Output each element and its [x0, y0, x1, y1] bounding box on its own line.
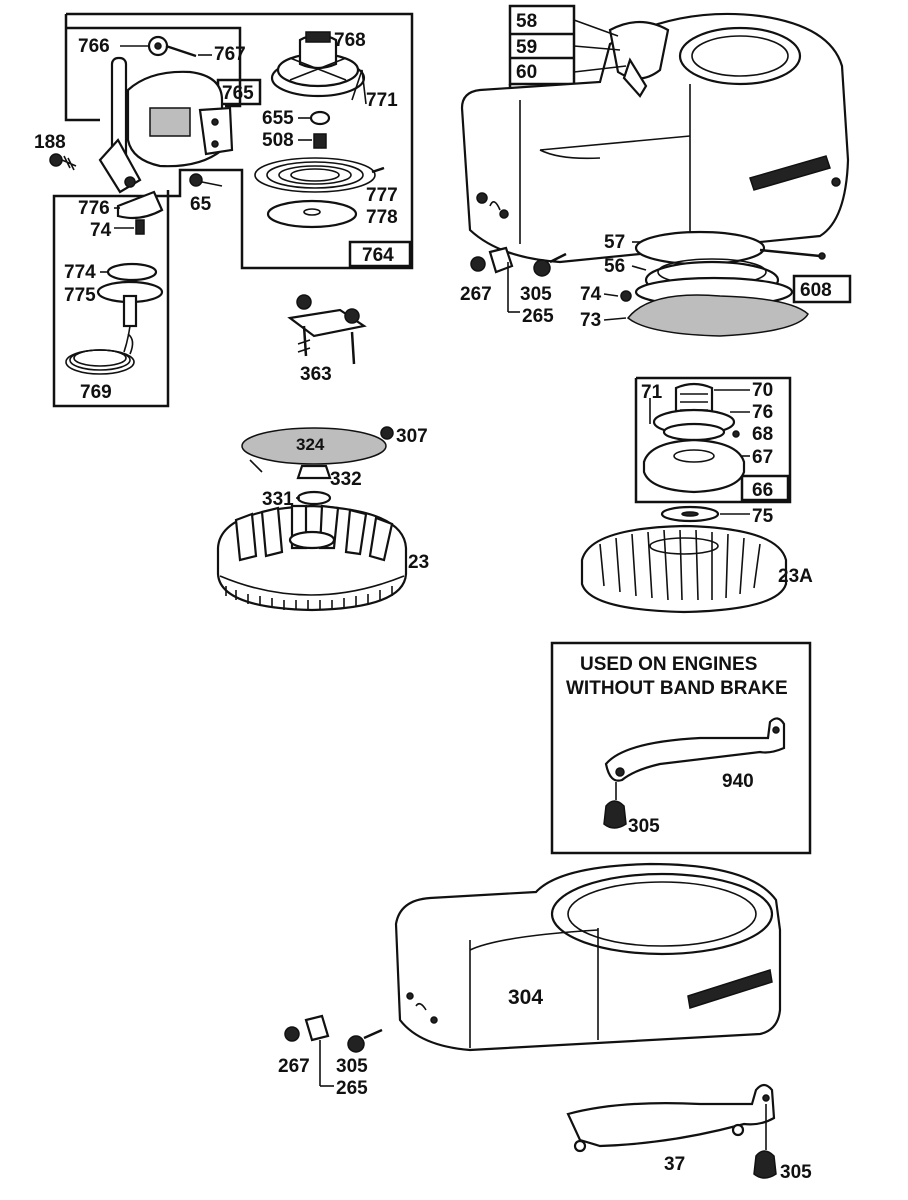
label-68: 68	[752, 424, 773, 445]
note-box-outline	[550, 641, 812, 855]
label-58: 58	[516, 11, 537, 32]
label-188: 188	[34, 132, 66, 153]
assembly-764-outline	[52, 12, 414, 408]
fasteners-267-305-265-bottom: 267 305 265	[278, 1014, 383, 1099]
flywheel-23: 324 307 332 331 23	[216, 426, 429, 612]
label-608: 608	[800, 280, 832, 301]
label-769: 769	[80, 382, 112, 403]
label-box-764	[348, 240, 412, 268]
label-363: 363	[300, 364, 332, 385]
label-766: 766	[78, 36, 110, 57]
label-768: 768	[334, 30, 366, 51]
spring-771	[351, 69, 367, 105]
flywheel-fins	[234, 504, 394, 562]
starter-assembly-group: 766 767 768 765 771 655 508 188 777 778 …	[34, 12, 414, 408]
screw-65	[189, 173, 223, 187]
label-767: 767	[214, 44, 246, 65]
bracket-363: 363	[287, 294, 367, 385]
label-23: 23	[408, 552, 429, 573]
label-508: 508	[262, 130, 294, 151]
blower-housing-304: 304	[394, 862, 782, 1052]
label-655: 655	[262, 108, 294, 129]
label-332: 332	[330, 469, 362, 490]
brake-lever-940	[604, 717, 786, 782]
label-304: 304	[508, 986, 543, 1009]
label-267-bottom: 267	[278, 1056, 310, 1077]
washer-778	[266, 199, 358, 229]
starter-rope-769	[65, 333, 135, 375]
label-65: 65	[190, 194, 212, 215]
label-57: 57	[604, 232, 625, 253]
note-line-1: USED ON ENGINES	[580, 654, 757, 675]
starter-clutch-66: 71 70 76 68 67 66	[634, 376, 792, 504]
label-75: 75	[752, 506, 774, 527]
label-56: 56	[604, 256, 625, 277]
label-box-58-60	[508, 4, 576, 86]
starter-housing-765	[98, 56, 234, 194]
label-66: 66	[752, 480, 773, 501]
label-265-bottom: 265	[336, 1078, 368, 1099]
label-774: 774	[64, 262, 96, 283]
label-73: 73	[580, 310, 601, 331]
label-940: 940	[722, 771, 754, 792]
note-line-2: WITHOUT BAND BRAKE	[566, 678, 788, 699]
gear-768	[270, 31, 366, 98]
washer-75: 75	[660, 505, 774, 527]
part-508	[313, 133, 327, 149]
fasteners-267-305-265-top	[470, 246, 567, 313]
label-776: 776	[78, 198, 110, 219]
label-23a: 23A	[778, 566, 813, 587]
label-267-top: 267	[460, 284, 492, 305]
rewind-spring-777	[254, 157, 385, 193]
label-37: 37	[664, 1154, 685, 1175]
assembly-66-outline	[634, 376, 792, 504]
label-70: 70	[752, 380, 773, 401]
label-box-608	[792, 274, 852, 304]
label-59: 59	[516, 37, 537, 58]
label-775: 775	[64, 285, 96, 306]
pin-766-767	[147, 35, 197, 58]
label-777: 777	[366, 185, 398, 206]
assembly-765-outline	[64, 14, 100, 122]
flywheel-23a: 23A	[580, 524, 813, 614]
label-764: 764	[362, 245, 394, 266]
label-71: 71	[641, 382, 663, 403]
label-76: 76	[752, 402, 773, 423]
label-box-66	[740, 474, 790, 502]
label-324: 324	[296, 435, 325, 454]
part-655	[309, 110, 331, 126]
label-771: 771	[366, 90, 398, 111]
screw-188	[49, 153, 77, 171]
label-74-right: 74	[580, 284, 602, 305]
nut-305-note	[603, 782, 627, 829]
label-74-upper: 74	[90, 220, 112, 241]
note-box: USED ON ENGINES WITHOUT BAND BRAKE 940 3…	[550, 641, 812, 855]
label-305-top: 305	[520, 284, 552, 305]
label-765: 765	[222, 83, 254, 104]
screen-73	[626, 294, 809, 337]
label-305-note: 305	[628, 816, 660, 837]
brake-lever-37: 37 305	[566, 1083, 812, 1183]
blower-housing-top: 58 59 60 57 56 267 305 265 74 608 73	[460, 4, 852, 337]
starter-handle-774-775	[96, 262, 164, 353]
label-67: 67	[752, 447, 773, 468]
label-265-top: 265	[522, 306, 554, 327]
clip-776	[116, 190, 164, 235]
label-331: 331	[262, 489, 294, 510]
assembly-765-box	[66, 26, 242, 108]
label-60: 60	[516, 62, 537, 83]
starter-pulley-56-57	[634, 230, 826, 308]
label-305-lever: 305	[780, 1162, 812, 1183]
label-778: 778	[366, 207, 398, 228]
label-305-bottom: 305	[336, 1056, 368, 1077]
label-307: 307	[396, 426, 428, 447]
